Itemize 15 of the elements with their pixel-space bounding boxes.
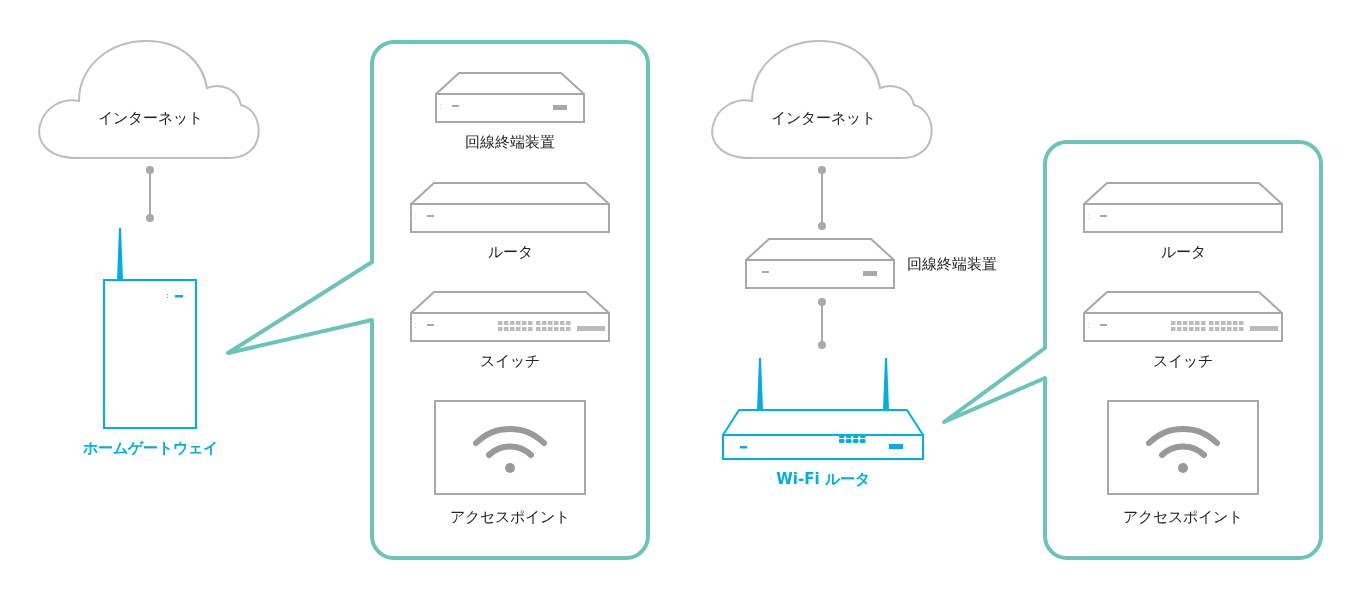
device-label: 回線終端装置	[465, 132, 555, 152]
cloud-label: インターネット	[770, 108, 876, 128]
device-label: 回線終端装置	[907, 254, 997, 274]
device-label: スイッチ	[1153, 351, 1213, 371]
device-label: ルータ	[1160, 242, 1206, 262]
device-label: アクセスポイント	[450, 507, 570, 527]
cloud-label: インターネット	[97, 108, 203, 128]
device-label: ホームゲートウェイ	[82, 438, 218, 458]
connector-line	[818, 166, 826, 230]
device-label: Wi-Fi ルータ	[776, 469, 870, 489]
connector-line	[818, 298, 826, 349]
device-label: ルータ	[487, 242, 533, 262]
device-label: スイッチ	[480, 351, 540, 371]
device-label: アクセスポイント	[1123, 507, 1243, 527]
connector-line	[146, 166, 154, 222]
